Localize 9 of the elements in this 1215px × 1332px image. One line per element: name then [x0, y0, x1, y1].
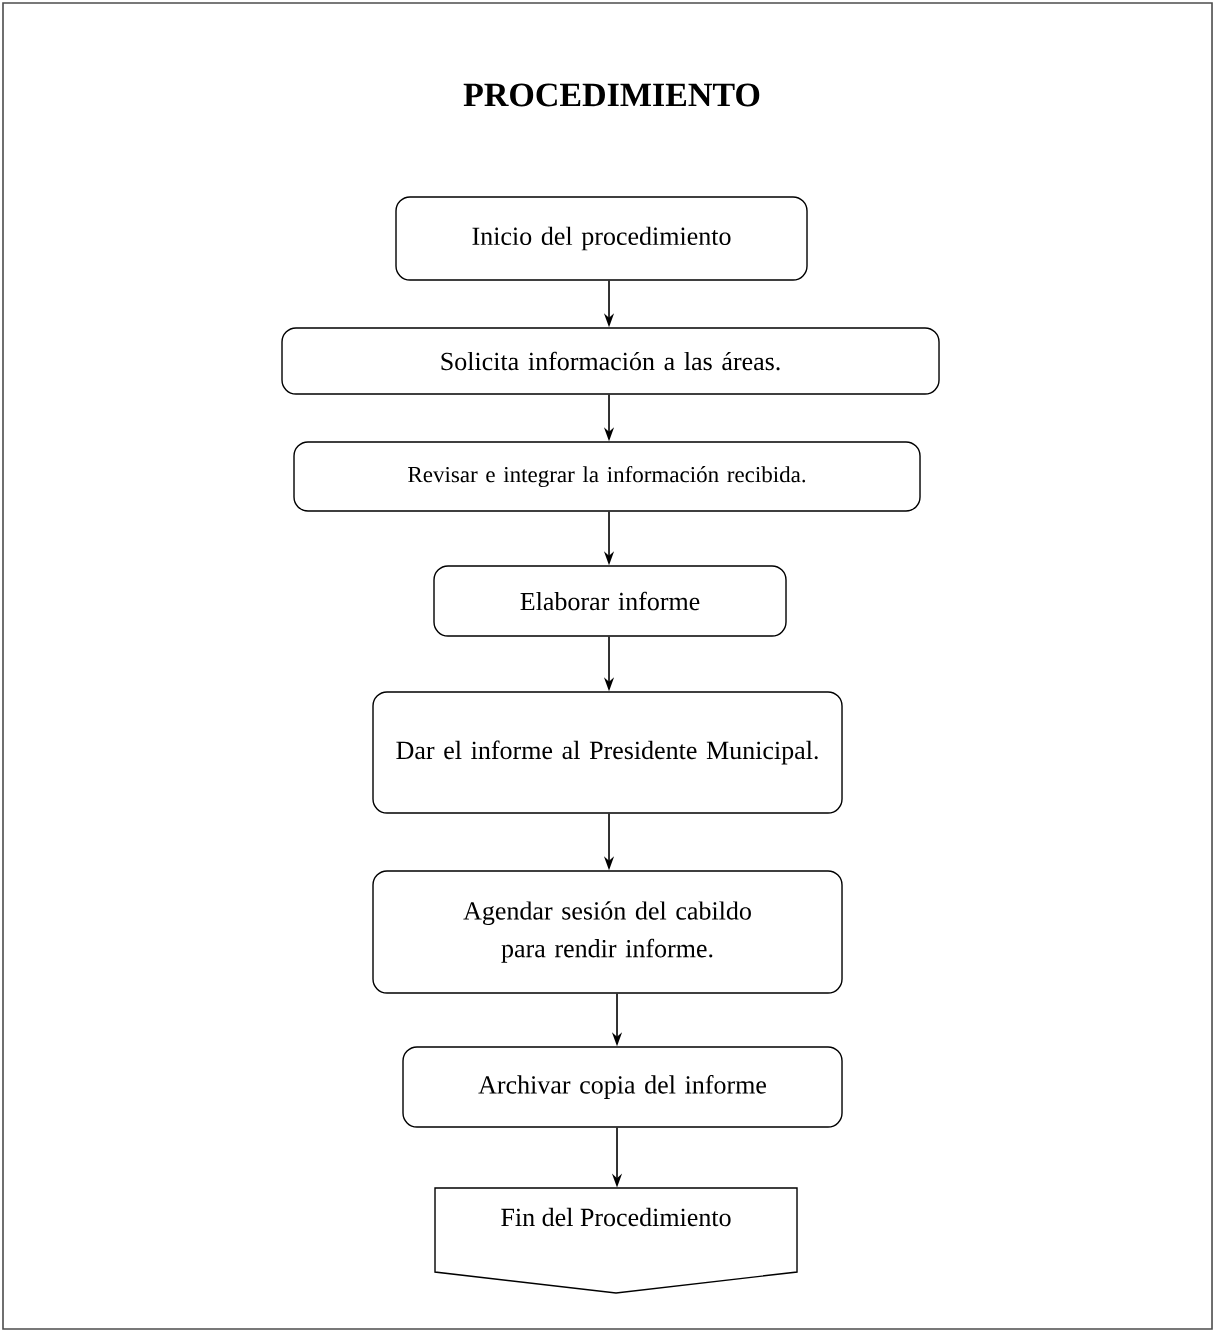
process-box: Revisar e integrar la información recibida.	[293, 441, 921, 512]
title: PROCEDIMIENTO	[463, 83, 760, 107]
process-box: Inicio del procedimiento	[395, 196, 808, 281]
process-box: Dar el informe al Presidente Municipal.	[372, 691, 843, 814]
process-box: Solicita información a las áreas.	[281, 327, 940, 395]
end-connector: Fin del Procedimiento	[434, 1187, 798, 1294]
process-box: Agendar sesión del cabildo para rendir informe.	[372, 870, 843, 994]
process-box: Archivar copia del informe	[402, 1046, 843, 1128]
process-box: Elaborar informe	[433, 565, 787, 637]
